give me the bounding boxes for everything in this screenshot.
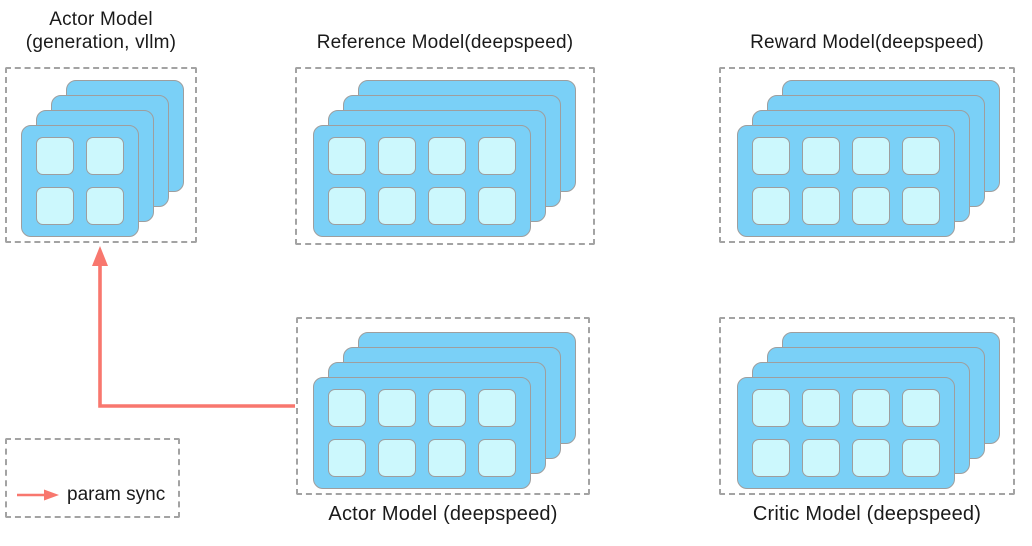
gpu-cell (802, 389, 840, 427)
gpu-cell (802, 137, 840, 175)
gpu-cell (752, 389, 790, 427)
gpu-cell (328, 389, 366, 427)
gpu-cell (86, 137, 124, 175)
reference-box (295, 67, 595, 245)
gpu-shard-card (21, 125, 139, 237)
gpu-shard-card (313, 377, 531, 489)
gpu-cell (478, 187, 516, 225)
actor-deepspeed-label: Actor Model (deepspeed) (328, 503, 558, 525)
actor-vllm-box (5, 67, 197, 243)
actor-vllm-label-line1: Actor Model (49, 9, 153, 30)
critic-box (719, 317, 1015, 495)
reference-label: Reference Model(deepspeed) (316, 32, 574, 53)
actor-vllm-label-line2: (generation, vllm) (25, 32, 177, 53)
reward-label: Reward Model(deepspeed) (750, 32, 984, 53)
gpu-cell (902, 439, 940, 477)
gpu-cell-grid (22, 126, 138, 236)
gpu-cell (902, 389, 940, 427)
gpu-cell (428, 187, 466, 225)
legend-label: param sync (67, 484, 166, 505)
gpu-cell (852, 389, 890, 427)
gpu-cell (478, 439, 516, 477)
gpu-cell (378, 439, 416, 477)
gpu-cell-grid (738, 126, 954, 236)
gpu-cell (752, 439, 790, 477)
gpu-cell (328, 187, 366, 225)
legend-box: param sync (5, 438, 180, 518)
legend-row: param sync (15, 484, 165, 506)
critic-gpu-stack (737, 332, 1000, 489)
gpu-cell (328, 439, 366, 477)
gpu-cell (752, 137, 790, 175)
gpu-cell (852, 187, 890, 225)
gpu-cell (36, 187, 74, 225)
gpu-cell (852, 137, 890, 175)
gpu-cell (428, 439, 466, 477)
critic-label: Critic Model (deepspeed) (752, 503, 982, 525)
gpu-cell (378, 187, 416, 225)
gpu-cell (378, 389, 416, 427)
gpu-shard-card (737, 125, 955, 237)
actor-vllm-gpu-stack (21, 80, 184, 237)
gpu-cell (478, 137, 516, 175)
actor-deepspeed-gpu-stack (313, 332, 576, 489)
gpu-cell (902, 137, 940, 175)
gpu-cell (478, 389, 516, 427)
gpu-cell (428, 137, 466, 175)
gpu-cell (378, 137, 416, 175)
gpu-shard-card (737, 377, 955, 489)
gpu-cell (428, 389, 466, 427)
reference-gpu-stack (313, 80, 576, 237)
param-sync-arrow-icon (17, 489, 59, 501)
gpu-cell (802, 187, 840, 225)
reward-gpu-stack (737, 80, 1000, 237)
gpu-cell (86, 187, 124, 225)
gpu-cell (802, 439, 840, 477)
gpu-cell-grid (314, 126, 530, 236)
actor-deepspeed-box (296, 317, 590, 495)
gpu-cell-grid (738, 378, 954, 488)
gpu-cell (852, 439, 890, 477)
gpu-cell (328, 137, 366, 175)
actor-vllm-label: Actor Model (generation, vllm) (5, 8, 197, 54)
reward-box (719, 67, 1015, 243)
gpu-shard-card (313, 125, 531, 237)
gpu-cell (752, 187, 790, 225)
gpu-cell-grid (314, 378, 530, 488)
gpu-cell (36, 137, 74, 175)
gpu-cell (902, 187, 940, 225)
